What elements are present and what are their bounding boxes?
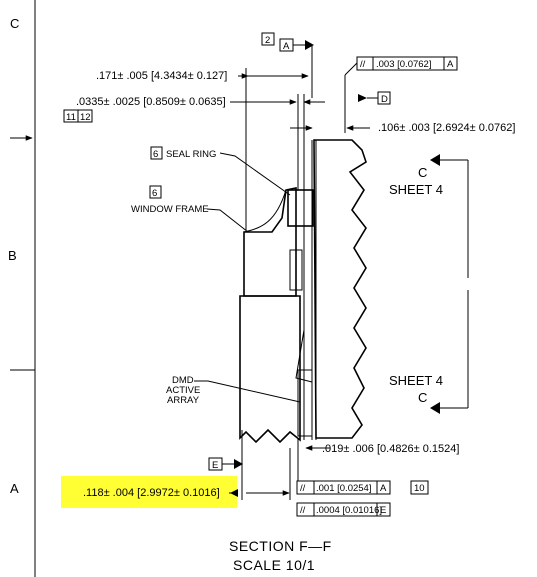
dim-019-text: .019± .006 [0.4826± 0.1524] <box>322 443 459 455</box>
tolerance-frame-bot: // .0004 [0.01016] E <box>296 502 391 517</box>
dim-171 <box>238 68 309 230</box>
ref-top-sheet: SHEET 4 <box>389 182 443 197</box>
dim-0335 <box>230 94 325 190</box>
section-scale: SCALE 10/1 <box>233 557 315 573</box>
datum-a-label: A <box>283 41 290 52</box>
zone-label-b: B <box>8 248 17 263</box>
highlight-118 <box>61 476 237 508</box>
ref-bottom-sheet: SHEET 4 <box>389 373 443 388</box>
tol-top-value: .003 [0.0762] <box>376 59 431 70</box>
tol-top-symbol: // <box>360 59 366 70</box>
datum-e-label: E <box>212 460 218 471</box>
tol-mid-value: .001 [0.0254] <box>316 483 371 494</box>
section-body <box>239 139 367 444</box>
datum-e: E <box>208 430 243 500</box>
zone-border <box>10 0 36 577</box>
ref-top-letter: C <box>418 165 427 180</box>
seal-ring-label: SEAL RING <box>166 149 216 160</box>
ref-bottom-letter: C <box>418 390 427 405</box>
tolerance-frame-mid: // .001 [0.0254] A 10 <box>296 480 429 495</box>
tol-bot-datum: E <box>380 505 386 516</box>
section-title: SECTION F—F <box>229 538 332 554</box>
tol-mid-datum: A <box>380 483 387 494</box>
datum-a-note-num: 2 <box>265 35 270 46</box>
dim-106-text: .106± .003 [2.6924± 0.0762] <box>378 122 515 134</box>
window-frame-label: WINDOW FRAME <box>131 204 209 215</box>
tolerance-frame-top: // .003 [0.0762] A <box>344 56 458 133</box>
ref-cut-gap <box>462 278 474 290</box>
dmd-line3: ARRAY <box>167 395 200 406</box>
seal-ring-num-box <box>150 146 163 160</box>
dmd-line2: ACTIVE <box>166 385 200 396</box>
dim-171-text: .171± .005 [4.3434± 0.127] <box>96 70 227 82</box>
seal-ring-num: 6 <box>153 149 158 160</box>
window-frame-num-box <box>149 185 162 199</box>
note-12: 12 <box>80 112 91 123</box>
tol-bot-value: .0004 [0.01016] <box>316 505 382 516</box>
dmd-leader <box>194 380 301 403</box>
dmd-line1: DMD <box>172 375 194 386</box>
datum-d-label: D <box>381 94 388 105</box>
note-box-12 <box>77 109 93 123</box>
window-frame-leader <box>206 208 249 233</box>
tol-mid-symbol: // <box>300 483 306 494</box>
dim-118 <box>229 489 290 497</box>
dim-0335-text: .0335± .0025 [0.8509± 0.0635] <box>76 96 226 108</box>
tol-top-datum: A <box>447 59 454 70</box>
zone-label-c: C <box>10 16 19 31</box>
datum-d: D <box>358 91 391 105</box>
window-frame-num: 6 <box>152 188 157 199</box>
seal-ring-leader <box>219 152 291 196</box>
zone-label-a: A <box>10 481 19 496</box>
tol-bot-symbol: // <box>300 505 306 516</box>
datum-a-top: 2 A <box>261 32 314 98</box>
tol-mid-note: 10 <box>414 483 425 494</box>
note-11: 11 <box>66 112 76 123</box>
dim-118-text: .118± .004 [2.9972± 0.1016] <box>83 487 220 499</box>
